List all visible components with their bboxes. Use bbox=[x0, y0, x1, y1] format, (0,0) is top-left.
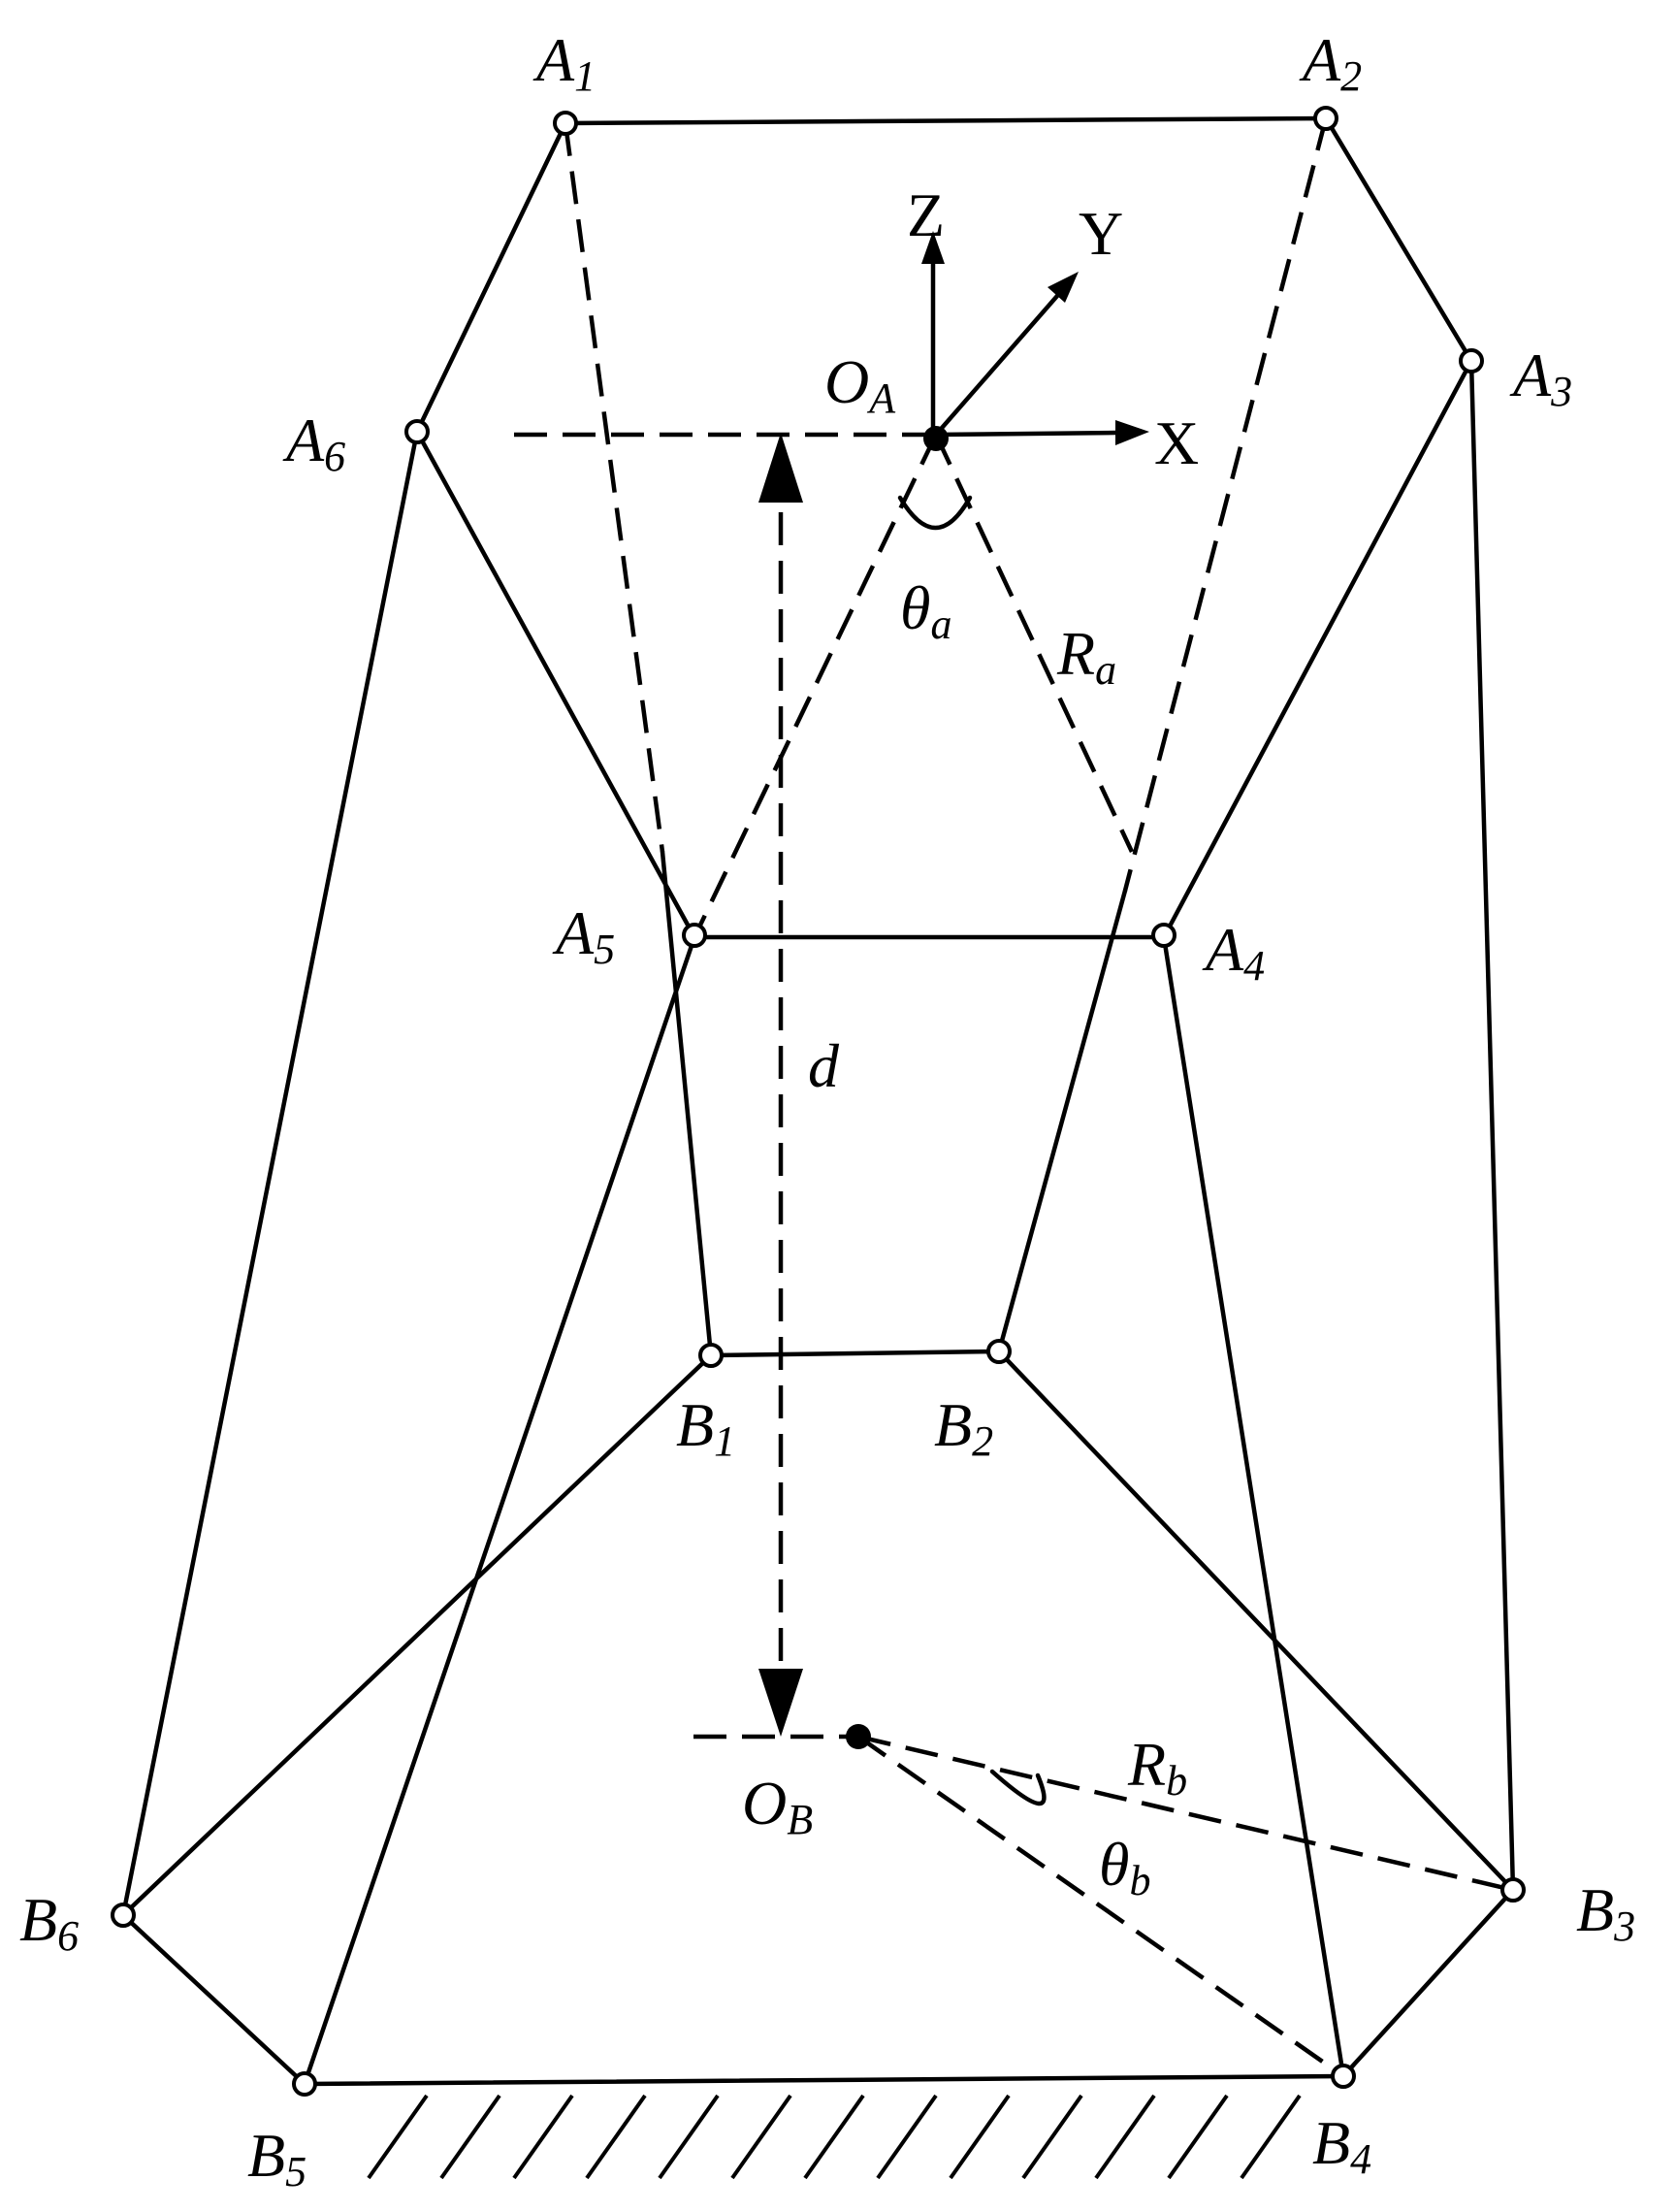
theta-a-arc bbox=[897, 495, 973, 530]
label-b3: B3 bbox=[1576, 1875, 1635, 1950]
center-oa-point bbox=[923, 426, 949, 451]
label-b6: B6 bbox=[19, 1885, 79, 1960]
label-y-axis: Y bbox=[1079, 199, 1123, 268]
label-theta-b: θb bbox=[1099, 1830, 1150, 1904]
center-ob-point bbox=[846, 1724, 871, 1749]
joint-a6 bbox=[404, 419, 430, 444]
joint-b4 bbox=[1331, 2064, 1356, 2089]
joints bbox=[111, 106, 1526, 2097]
label-theta-a: θa bbox=[900, 573, 951, 648]
label-oa: OA bbox=[824, 347, 896, 422]
joint-a4 bbox=[1151, 923, 1176, 948]
angle-arcs bbox=[897, 495, 1047, 1806]
label-d: d bbox=[808, 1031, 840, 1100]
coordinate-axes bbox=[921, 231, 1149, 445]
joint-a2 bbox=[1313, 106, 1338, 131]
label-b1: B1 bbox=[676, 1390, 735, 1465]
label-a1: A1 bbox=[532, 25, 596, 100]
label-x-axis: X bbox=[1154, 408, 1199, 477]
joint-b6 bbox=[111, 1903, 136, 1928]
label-a5: A5 bbox=[552, 898, 615, 973]
label-a4: A4 bbox=[1202, 915, 1265, 990]
label-ra: Ra bbox=[1056, 619, 1116, 694]
dashed-construction-lines bbox=[514, 117, 1514, 2078]
label-rb: Rb bbox=[1127, 1730, 1187, 1805]
ground-hatching bbox=[367, 2094, 1302, 2180]
joint-a5 bbox=[682, 923, 707, 948]
label-b2: B2 bbox=[934, 1390, 993, 1465]
joint-a1 bbox=[553, 111, 578, 136]
joint-b3 bbox=[1500, 1877, 1526, 1903]
label-z-axis: Z bbox=[907, 180, 945, 249]
solid-edges bbox=[120, 115, 1517, 2087]
dimension-d-arrows bbox=[758, 433, 803, 1737]
label-a6: A6 bbox=[282, 406, 345, 480]
joint-b1 bbox=[698, 1343, 724, 1368]
theta-b-arc bbox=[989, 1769, 1047, 1806]
label-a2: A2 bbox=[1299, 25, 1362, 100]
joint-a3 bbox=[1459, 348, 1484, 374]
joint-b5 bbox=[292, 2071, 317, 2097]
joint-b2 bbox=[986, 1339, 1012, 1364]
label-b4: B4 bbox=[1312, 2108, 1371, 2183]
label-b5: B5 bbox=[247, 2121, 306, 2196]
label-a3: A3 bbox=[1509, 341, 1572, 415]
label-ob: OB bbox=[742, 1769, 813, 1843]
